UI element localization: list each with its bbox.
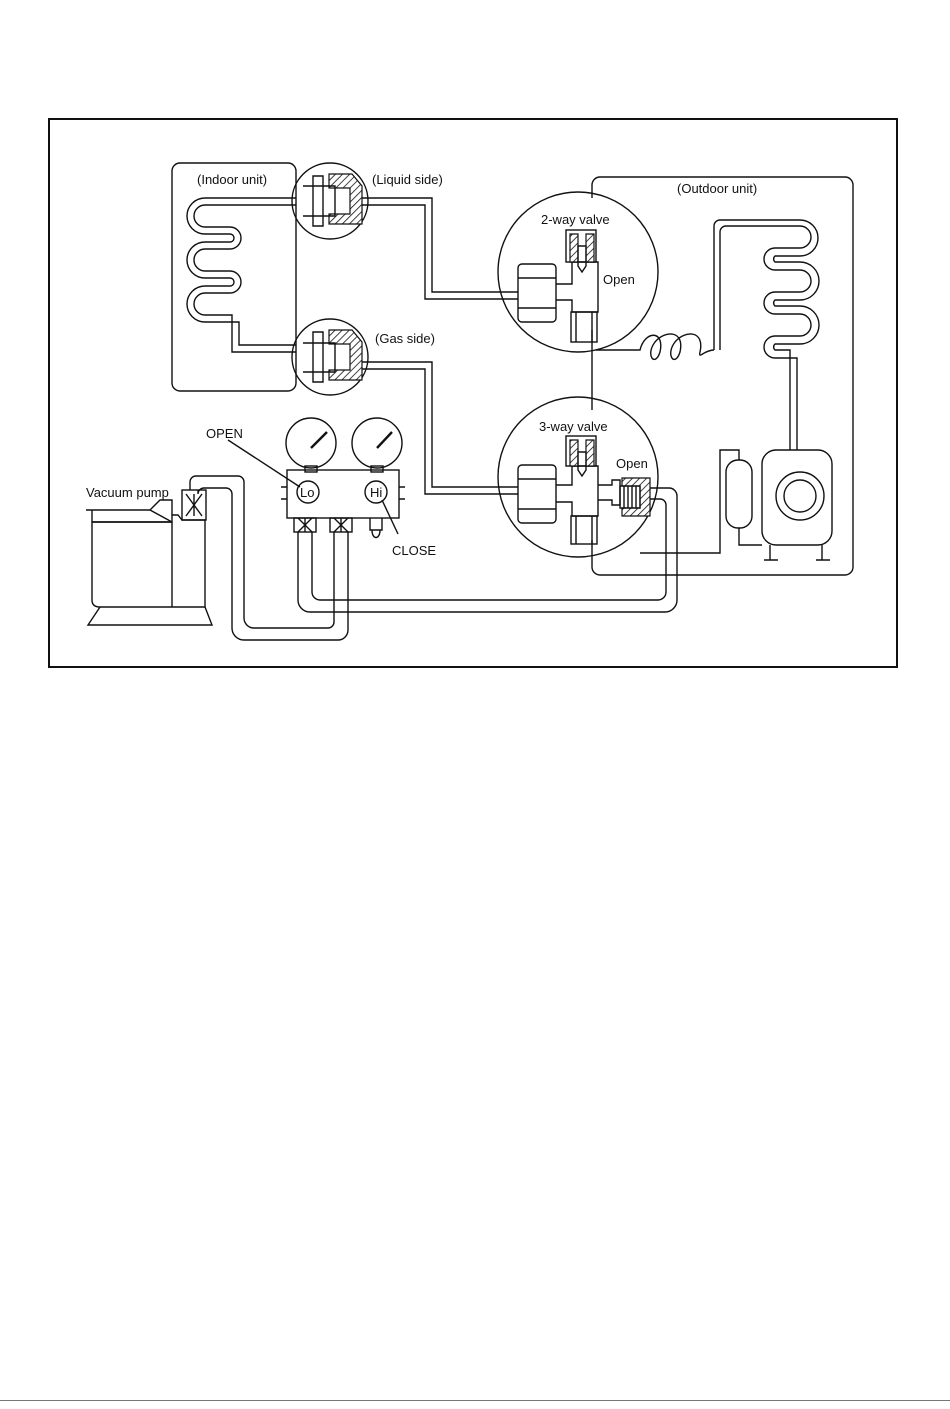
- indoor-unit: [172, 163, 296, 391]
- liquid-side-label: (Liquid side): [372, 172, 443, 187]
- gas-side-label: (Gas side): [375, 331, 435, 346]
- liquid-side-flare: [292, 163, 368, 239]
- lo-open-label: OPEN: [206, 426, 243, 441]
- gas-line-pipe: [362, 362, 518, 494]
- close-pointer-line: [382, 500, 398, 534]
- hi-close-label: CLOSE: [392, 543, 436, 558]
- outdoor-unit-label: (Outdoor unit): [677, 181, 757, 196]
- footer-rule: [0, 1400, 950, 1401]
- vacuum-pump: [86, 490, 212, 625]
- lo-knob-label: Lo: [300, 485, 314, 500]
- two-way-valve-label: 2-way valve: [541, 212, 610, 227]
- three-way-open-label: Open: [616, 456, 648, 471]
- liquid-line-pipe: [362, 198, 518, 299]
- indoor-unit-label: (Indoor unit): [197, 172, 267, 187]
- three-way-valve-label: 3-way valve: [539, 419, 608, 434]
- vacuum-pump-hose: [190, 476, 348, 640]
- gas-side-flare: [292, 319, 368, 395]
- gauge-manifold: [281, 418, 405, 538]
- vacuum-pump-label: Vacuum pump: [86, 485, 169, 500]
- two-way-open-label: Open: [603, 272, 635, 287]
- open-pointer-line: [228, 440, 300, 487]
- refrigerant-vacuum-diagram: (Indoor unit) (Liquid side) (Gas side) (…: [0, 0, 950, 700]
- hi-knob-label: Hi: [370, 485, 382, 500]
